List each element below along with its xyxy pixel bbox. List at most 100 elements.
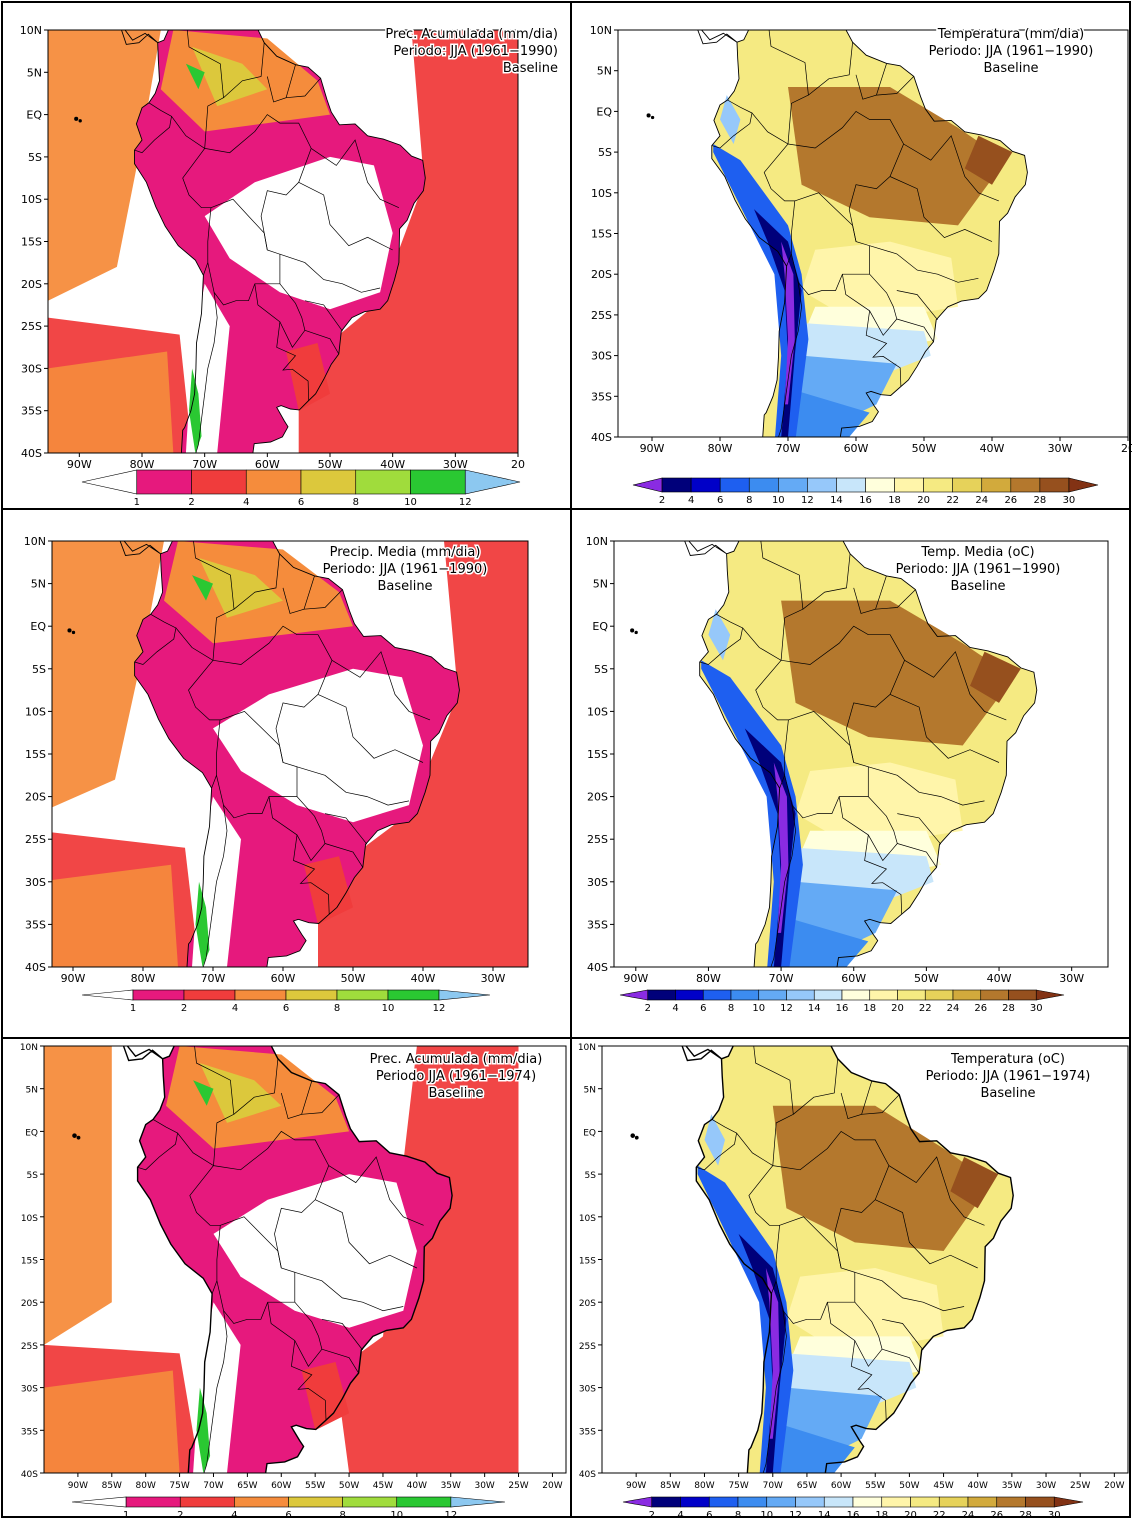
lat-label: 40S [591, 431, 612, 444]
lat-label: 5N [593, 578, 608, 591]
coastline-south-america [699, 541, 1038, 967]
lon-label: 20W [1104, 1481, 1124, 1491]
lat-label: 30S [591, 350, 612, 363]
temp-band [708, 609, 731, 661]
lat-label: 35S [21, 405, 42, 418]
temp-band [701, 660, 803, 967]
colorbar-tick-label: 12 [445, 1510, 458, 1519]
wet-peak [192, 575, 213, 601]
lon-label: 80W [696, 972, 721, 985]
country-border [868, 766, 985, 806]
colorbar-swatch [996, 1496, 1026, 1508]
lon-label: 85W [102, 1481, 122, 1491]
country-border [896, 290, 938, 321]
colorbar-tick-label: 6 [283, 1003, 289, 1014]
field-layer [711, 30, 1028, 437]
colorbar-tick-label: 2 [181, 1003, 187, 1014]
country-border [853, 575, 887, 614]
lon-label: 40W [380, 458, 405, 471]
lon-label: 70W [203, 1481, 223, 1491]
colorbar-swatch [708, 1496, 739, 1508]
colorbar-tick-label: 2 [649, 1510, 655, 1519]
country-border [802, 553, 851, 610]
country-border [233, 553, 280, 610]
colorbar-tick-label: 6 [298, 497, 304, 508]
lat-label: 20S [591, 268, 612, 281]
country-border [137, 1119, 178, 1171]
galapagos-marker [71, 630, 76, 635]
lat-label: 5N [597, 65, 612, 78]
lon-label: 90W [61, 972, 86, 985]
lon-label: 50W [914, 972, 939, 985]
country-border [855, 63, 887, 100]
lon-label: 85W [660, 1481, 680, 1491]
lon-label: 30W [1059, 972, 1084, 985]
colorbar-tick-label: 14 [808, 1003, 821, 1014]
country-border [134, 102, 172, 154]
borders-layer [72, 1046, 453, 1473]
lat-label: EQ [25, 1128, 38, 1138]
colorbar-swatch [865, 477, 895, 493]
country-border [787, 110, 904, 242]
galapagos-marker [67, 628, 72, 633]
lon-label: 25W [1070, 1481, 1090, 1491]
lon-label: 80W [130, 458, 155, 471]
colorbar-tick-label: 30 [1048, 1510, 1061, 1519]
colorbar-tick-label: 8 [334, 1003, 340, 1014]
country-border [317, 694, 424, 763]
colorbar-swatch [1010, 477, 1041, 493]
lat-label: 40S [21, 1470, 38, 1480]
coastline-south-america [695, 1046, 1014, 1473]
country-border [186, 30, 224, 149]
colorbar-tick-label: 6 [700, 1003, 706, 1014]
lon-label: 65W [797, 1481, 817, 1491]
country-border [301, 1094, 340, 1115]
lon-label: 40W [411, 972, 436, 985]
country-border [711, 99, 753, 149]
coastline-central-america [681, 1046, 722, 1062]
country-border [808, 42, 853, 96]
colorbar-swatch [355, 469, 411, 495]
lon-label: 80W [694, 1481, 714, 1491]
colorbar-tick-label: 30 [1063, 495, 1076, 506]
lon-label: 60W [271, 972, 296, 985]
country-border [298, 181, 393, 251]
colorbar-swatch [852, 1496, 883, 1508]
country-border [134, 613, 177, 665]
south-wet [286, 343, 330, 411]
colorbar-tick-label: 8 [728, 1003, 734, 1014]
colorbar-swatch [836, 477, 866, 493]
country-border [266, 64, 296, 103]
lat-label: 5N [31, 578, 46, 591]
colorbar-tick-label: 10 [382, 1003, 395, 1014]
lat-label: EQ [26, 109, 42, 122]
ocean-precip-band [298, 30, 518, 453]
colorbar-swatch [136, 469, 192, 495]
colorbar-tick-label: 12 [433, 1003, 446, 1014]
country-border [311, 139, 400, 209]
country-border [321, 1348, 359, 1374]
lon-label: 50W [318, 458, 343, 471]
colorbar-arrow-high [450, 1496, 506, 1508]
galapagos-marker [630, 628, 635, 633]
country-border [286, 77, 321, 99]
lat-label: 10S [587, 705, 608, 718]
country-border [897, 843, 937, 868]
colorbar-tick-label: 30 [1030, 1003, 1043, 1014]
colorbar-swatch [897, 989, 926, 1001]
temp-band [781, 241, 795, 405]
colorbar-swatch [813, 989, 843, 1001]
lon-label: 40W [407, 1481, 427, 1491]
lat-label: 5N [584, 1086, 596, 1096]
colorbar-tick-label: 16 [847, 1510, 860, 1519]
lat-label: 25S [587, 833, 608, 846]
country-border [793, 1058, 839, 1115]
lat-label: 10S [25, 705, 46, 718]
lat-label: 10S [579, 1214, 596, 1224]
lon-label: 60W [255, 458, 280, 471]
country-border [840, 1080, 873, 1120]
colorbar-swatch [924, 989, 954, 1001]
lon-label: 75W [169, 1481, 189, 1491]
